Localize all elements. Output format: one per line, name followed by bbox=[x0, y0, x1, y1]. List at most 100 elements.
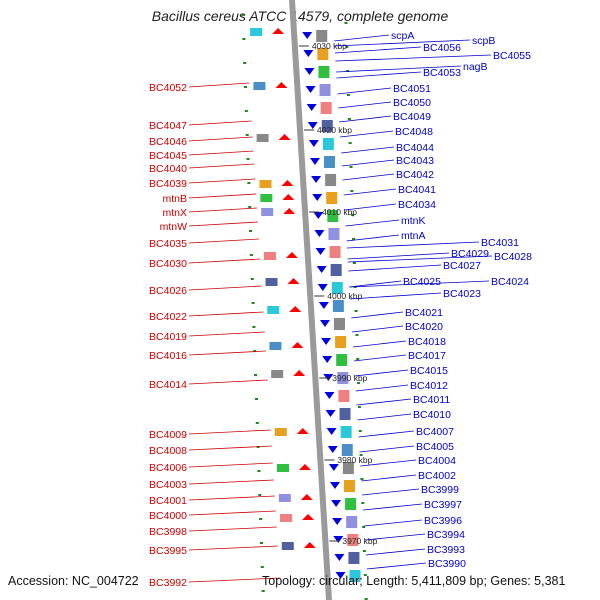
left-leader-line bbox=[188, 120, 252, 126]
scale-label: 4000 kbp bbox=[327, 291, 362, 301]
right-gene-label: BC4050 bbox=[393, 97, 431, 109]
right-gene-label: BC4034 bbox=[398, 199, 436, 211]
gene-box bbox=[333, 318, 345, 330]
tick-mark bbox=[241, 14, 245, 16]
left-leader-line bbox=[188, 526, 277, 532]
gene-box bbox=[328, 228, 340, 240]
left-gene-label: BC4006 bbox=[149, 462, 187, 474]
gene-box bbox=[326, 192, 338, 204]
gene-box bbox=[321, 120, 333, 132]
right-leader-line bbox=[349, 280, 490, 288]
plus-gene-arrow bbox=[334, 554, 345, 561]
plus-gene-arrow bbox=[318, 302, 329, 309]
right-leader-line bbox=[356, 398, 412, 406]
plus-gene-arrow bbox=[317, 284, 328, 291]
gene-box bbox=[274, 428, 287, 436]
minus-gene-arrow bbox=[272, 28, 285, 34]
minus-gene-arrow bbox=[298, 464, 311, 470]
right-gene-label: BC4011 bbox=[413, 394, 450, 406]
gene-box bbox=[317, 48, 329, 60]
gene-box bbox=[338, 390, 350, 402]
gene-box bbox=[256, 134, 269, 142]
plus-gene-arrow bbox=[335, 572, 346, 579]
gene-box bbox=[261, 208, 274, 216]
right-leader-line bbox=[340, 130, 394, 138]
tick-mark bbox=[259, 518, 263, 520]
scale-label: 3980 kbp bbox=[337, 455, 372, 465]
right-leader-line bbox=[342, 173, 395, 181]
right-leader-line bbox=[352, 325, 404, 333]
tick-mark bbox=[350, 190, 354, 192]
right-leader-line bbox=[334, 39, 471, 47]
plus-gene-arrow bbox=[306, 104, 317, 111]
gene-box bbox=[339, 408, 351, 420]
accession-label: Accession: NC_004722 bbox=[8, 574, 139, 588]
right-leader-line bbox=[347, 255, 493, 263]
plus-gene-arrow bbox=[329, 482, 340, 489]
gene-box bbox=[341, 444, 353, 456]
tick-mark bbox=[348, 142, 352, 144]
tick-mark bbox=[363, 574, 367, 576]
gene-box bbox=[349, 570, 361, 582]
right-leader-line bbox=[349, 280, 402, 288]
right-leader-line bbox=[352, 340, 407, 348]
left-leader-line bbox=[188, 258, 261, 264]
tick-mark bbox=[354, 310, 358, 312]
tick-mark bbox=[253, 350, 257, 352]
right-gene-label: BC4027 bbox=[443, 260, 481, 272]
gene-box bbox=[348, 552, 360, 564]
right-gene-label: BC4029 bbox=[451, 248, 489, 260]
plus-gene-arrow bbox=[305, 86, 316, 93]
tick-mark bbox=[360, 478, 364, 480]
right-leader-line bbox=[354, 369, 409, 377]
tick-mark bbox=[357, 406, 361, 408]
gene-box bbox=[250, 28, 263, 36]
gene-box bbox=[271, 370, 284, 378]
left-gene-label: BC4052 bbox=[149, 82, 187, 94]
plus-gene-arrow bbox=[331, 500, 342, 507]
minus-gene-arrow bbox=[303, 542, 316, 548]
left-gene-label: BC4014 bbox=[149, 379, 187, 391]
right-leader-line bbox=[348, 264, 442, 272]
right-gene-label: nagB bbox=[463, 61, 488, 73]
plus-gene-arrow bbox=[302, 32, 313, 39]
right-gene-label: BC4005 bbox=[416, 441, 454, 453]
left-leader-line bbox=[188, 510, 276, 516]
gene-box bbox=[345, 498, 357, 510]
gene-box bbox=[320, 102, 332, 114]
plus-gene-arrow bbox=[332, 518, 343, 525]
left-gene-label: BC4045 bbox=[149, 150, 187, 162]
tick-mark bbox=[248, 206, 252, 208]
right-gene-label: BC4044 bbox=[396, 142, 434, 154]
tick-mark bbox=[245, 134, 249, 136]
left-leader-line bbox=[188, 331, 265, 337]
right-gene-label: BC3993 bbox=[427, 544, 465, 556]
tick-mark bbox=[359, 454, 363, 456]
left-leader-line bbox=[188, 150, 254, 156]
minus-gene-arrow bbox=[285, 252, 298, 258]
scale-label: 4030 kbp bbox=[312, 41, 347, 51]
right-gene-label: BC3999 bbox=[421, 484, 459, 496]
right-gene-label: BC4041 bbox=[398, 184, 436, 196]
gene-box bbox=[323, 156, 335, 168]
tick-mark bbox=[344, 22, 348, 24]
minus-gene-arrow bbox=[296, 428, 309, 434]
plus-gene-arrow bbox=[314, 230, 325, 237]
right-gene-label: BC4012 bbox=[410, 380, 448, 392]
tick-mark bbox=[255, 422, 259, 424]
left-leader-line bbox=[188, 479, 274, 485]
right-leader-line bbox=[358, 430, 415, 438]
right-gene-label: BC4056 bbox=[423, 42, 461, 54]
right-leader-line bbox=[347, 252, 450, 260]
left-leader-line bbox=[188, 379, 268, 385]
page-title: Bacillus cereus ATCC 14579, complete gen… bbox=[151, 8, 449, 24]
right-leader-line bbox=[351, 311, 404, 319]
backbone-ticks bbox=[241, 14, 368, 600]
right-gene-label: BC4017 bbox=[408, 350, 446, 362]
tick-mark bbox=[347, 94, 351, 96]
minus-gene-arrow bbox=[275, 82, 288, 88]
minus-gene-arrow bbox=[287, 278, 300, 284]
right-gene-label: BC4055 bbox=[493, 50, 531, 62]
